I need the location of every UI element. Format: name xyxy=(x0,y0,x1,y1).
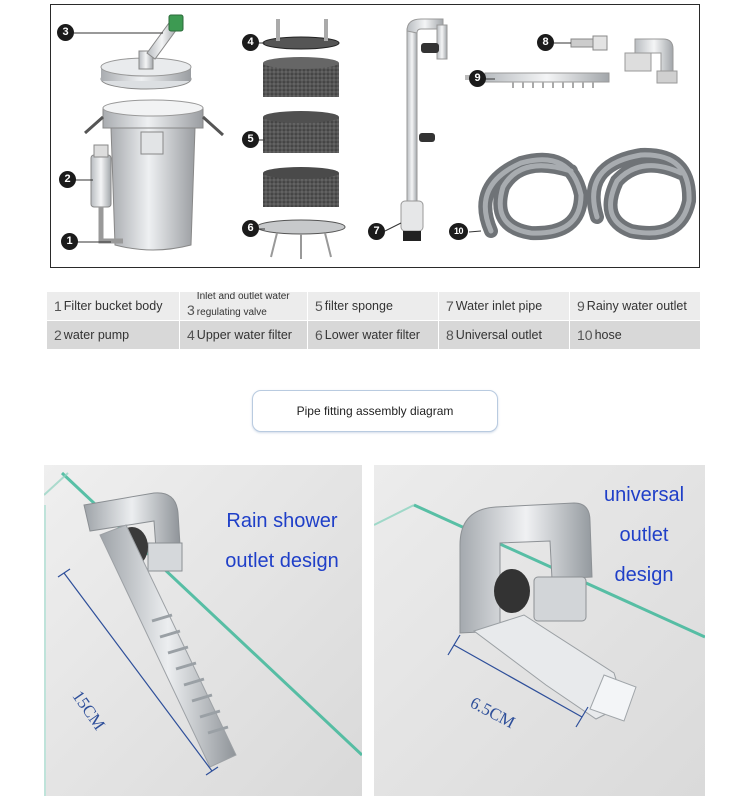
legend-number: 10 xyxy=(577,327,593,343)
legend-item: 5 filter sponge xyxy=(308,292,438,320)
hose-illustration xyxy=(478,147,697,241)
legend-item: 7 Water inlet pipe xyxy=(439,292,569,320)
universal-outlet-title-line1: universal xyxy=(603,484,685,506)
legend-label: Rainy water outlet xyxy=(586,299,687,313)
legend-item: 9 Rainy water outlet xyxy=(570,292,700,320)
rain-shower-title-line1: Rain shower xyxy=(226,510,338,532)
universal-outlet-photo: universal outlet design 6.5CM xyxy=(374,465,705,796)
callout-8: 8 xyxy=(537,34,554,51)
legend-item: 3 Inlet and outlet water regulating valv… xyxy=(180,292,307,320)
rain-shower-title: Rain shower outlet design xyxy=(212,501,352,581)
legend-item: 10 hose xyxy=(570,321,700,349)
callout-5: 5 xyxy=(242,131,259,148)
universal-outlet-title: universal outlet design xyxy=(584,475,704,595)
legend-number: 3 xyxy=(187,302,195,318)
rain-bar-illustration xyxy=(465,72,610,88)
legend-item: 1 Filter bucket body xyxy=(47,292,179,320)
legend-number: 4 xyxy=(187,327,195,343)
legend-number: 5 xyxy=(315,298,323,314)
callout-4: 4 xyxy=(242,34,259,51)
legend-label: water pump xyxy=(63,328,130,342)
callout-9: 9 xyxy=(469,70,486,87)
callout-1: 1 xyxy=(61,233,78,250)
legend-label: Universal outlet xyxy=(455,328,542,342)
legend-number: 7 xyxy=(446,298,454,314)
assembly-caption: Pipe fitting assembly diagram xyxy=(252,390,498,432)
rain-shower-photo: Rain shower outlet design 15CM xyxy=(44,465,362,796)
universal-outlet-title-line3: design xyxy=(614,564,674,586)
legend-item: 8 Universal outlet xyxy=(439,321,569,349)
universal-outlet-title-line2: outlet xyxy=(619,524,669,546)
callout-10: 10 xyxy=(449,223,468,240)
legend-item: 2 water pump xyxy=(47,321,179,349)
legend-label: Upper water filter xyxy=(196,328,292,342)
inlet-pipe-illustration xyxy=(400,18,448,241)
callout-3: 3 xyxy=(57,24,74,41)
filter-bucket-illustration xyxy=(84,14,225,251)
universal-outlet-image xyxy=(374,465,705,796)
legend-number: 1 xyxy=(54,298,62,314)
legend-label: Lower water filter xyxy=(324,328,420,342)
legend-item: 4 Upper water filter xyxy=(180,321,307,349)
parts-diagram: 1 2 3 4 5 6 7 8 9 10 xyxy=(50,4,700,268)
callout-6: 6 xyxy=(242,220,259,237)
legend-item: 6 Lower water filter xyxy=(308,321,438,349)
legend-label: Inlet and outlet water regulating valve xyxy=(196,292,290,318)
filter-stack-illustration xyxy=(256,19,346,259)
callout-7: 7 xyxy=(368,223,385,240)
parts-illustration xyxy=(74,14,697,259)
legend-label: Water inlet pipe xyxy=(455,299,543,313)
parts-legend: 1 Filter bucket body 3 Inlet and outlet … xyxy=(47,292,700,350)
legend-label: filter sponge xyxy=(324,299,393,313)
legend-number: 8 xyxy=(446,327,454,343)
legend-number: 6 xyxy=(315,327,323,343)
callout-2: 2 xyxy=(59,171,76,188)
legend-label: Filter bucket body xyxy=(63,299,163,313)
legend-number: 9 xyxy=(577,298,585,314)
legend-label: hose xyxy=(594,328,622,342)
rain-shower-title-line2: outlet design xyxy=(225,550,339,572)
rain-shower-image xyxy=(44,465,362,796)
legend-number: 2 xyxy=(54,327,62,343)
universal-outlet-illustration xyxy=(570,35,678,84)
